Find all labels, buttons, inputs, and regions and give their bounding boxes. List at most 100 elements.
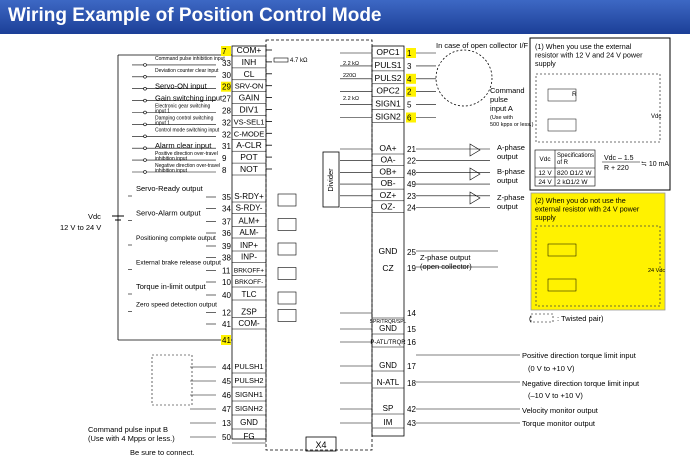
pulse-b-pin: 13 (222, 419, 231, 428)
encoder-name: OZ+ (380, 190, 397, 200)
right-top-name: OPC1 (376, 47, 399, 57)
encoder-name: OA+ (379, 143, 396, 153)
left-input-pin: 33 (222, 59, 231, 68)
gnd-name: GND (379, 246, 398, 256)
analog-pin: 18 (407, 379, 416, 388)
z-oc-label2: (open collector) (420, 262, 472, 271)
b-phase-label: B-phase (497, 167, 525, 176)
left-input-pin: 9 (222, 154, 227, 163)
left-output-label: Torque in-limit output (136, 282, 207, 291)
a-phase-label2: output (497, 152, 519, 161)
a-phase-label: A-phase (497, 143, 525, 152)
left-input-pin: 8 (222, 166, 227, 175)
switch-contact (143, 98, 147, 103)
title-bar: Wiring Example of Position Control Mode (0, 0, 690, 34)
mini-opto (547, 278, 577, 292)
pulse-b-pin: 47 (222, 405, 231, 414)
com-minus-highlight (221, 335, 231, 345)
left-output-label: Zero speed detection output (136, 302, 217, 309)
line-receiver (469, 167, 481, 181)
left-input-name: DIV1 (240, 105, 259, 115)
switch-contact (143, 110, 147, 115)
left-input-name: CL (244, 69, 255, 79)
left-output-label: Positioning complete output (136, 235, 216, 242)
output-photocoupler (277, 309, 297, 322)
left-input-pin: 7 (222, 47, 227, 56)
right-top-name: PULS2 (375, 73, 402, 83)
box2-circuit (535, 225, 661, 307)
pulse-b-twisted-box (151, 354, 193, 406)
analog-pin: 14 (407, 309, 416, 318)
left-input-name: NOT (240, 164, 258, 174)
switch-contact (143, 170, 147, 174)
left-output-pin: 12 (222, 309, 231, 318)
switch-contact (143, 86, 147, 91)
left-input-name: INH (242, 57, 257, 67)
left-output-name: ALM+ (238, 217, 259, 226)
right-top-pin-highlight (406, 48, 416, 58)
left-input-name: C-MODE (234, 129, 264, 138)
z-phase-label2: output (497, 202, 519, 211)
cmd-pulse-b-label: Command pulse input B (88, 425, 168, 434)
right-top-name: SIGN2 (375, 112, 401, 122)
open-collector-title: In case of open collector I/F (436, 41, 529, 50)
vel-mon-label: Velocity monitor output (522, 406, 599, 415)
divider-label: Divider (326, 168, 335, 192)
mini-opto (547, 243, 577, 257)
left-input-desc: Alarm clear input (155, 141, 212, 150)
encoder-pin: 24 (407, 204, 416, 213)
analog-pin: 42 (407, 405, 416, 414)
switch-contact (143, 146, 147, 150)
right-top-pin: 6 (407, 114, 412, 123)
output-photocoupler (277, 218, 297, 231)
pos-range-label: (0 V to +10 V) (528, 364, 575, 373)
box1-table-cell2: 2 kΩ1/2 W (557, 179, 588, 186)
left-output-pin: 39 (222, 242, 231, 251)
left-output-name: INP- (241, 253, 257, 262)
neg-range-label: (–10 V to +10 V) (528, 391, 583, 400)
left-output-name: BRKOFF+ (234, 268, 264, 275)
vdc-label: Vdc (88, 212, 101, 221)
analog-name: GND (379, 361, 397, 370)
resistor-47k (273, 57, 289, 63)
right-top-pin: 5 (407, 101, 412, 110)
neg-torque-label: Negative direction torque limit input (522, 379, 640, 388)
analog-name: P-ATL/TRQR (370, 340, 406, 346)
be-sure-label: Be sure to connect. (130, 448, 195, 457)
left-output-name: ZSP (241, 308, 257, 317)
cmd-pulse-a-label2: pulse (490, 95, 508, 104)
com-minus-pin: 41 (222, 336, 231, 345)
left-input-desc: Deviation counter clear input (155, 68, 219, 74)
left-input-desc: Control mode switching input (155, 127, 220, 133)
analog-pin: 16 (407, 338, 416, 347)
left-output-pin: 35 (222, 193, 231, 202)
switch-contact (143, 158, 147, 162)
left-input-pin: 27 (222, 95, 231, 104)
right-top-pin: 1 (407, 49, 412, 58)
left-output-label: Servo-Ready output (136, 184, 204, 193)
left-output-name: INP+ (240, 241, 258, 250)
cmd-pulse-a-note2: 500 kpps or less.) (490, 122, 534, 128)
right-top-pin-highlight (406, 73, 416, 84)
left-input-pin: 32 (222, 118, 231, 127)
x4-label: X4 (315, 440, 326, 450)
left-output-label: External brake release output (136, 260, 221, 267)
twisted-legend-label: : Twisted pair) (557, 314, 604, 323)
left-input-pin-highlight (221, 46, 231, 56)
pulse-b-pin: 50 (222, 433, 231, 442)
left-output-pin: 11 (222, 267, 231, 276)
left-output-pin: 34 (222, 205, 231, 214)
left-input-name: GAIN (239, 93, 260, 103)
b-phase-label2: output (497, 176, 519, 185)
left-output-pin: 41 (222, 320, 231, 329)
output-photocoupler (277, 193, 297, 207)
line-receiver (469, 191, 481, 205)
pulse-b-name: PULSH2 (234, 376, 263, 385)
formula-bottom: R + 220 (604, 165, 629, 172)
left-output-name: BRKOFF- (235, 279, 264, 286)
left-input-pin: 28 (222, 107, 231, 116)
